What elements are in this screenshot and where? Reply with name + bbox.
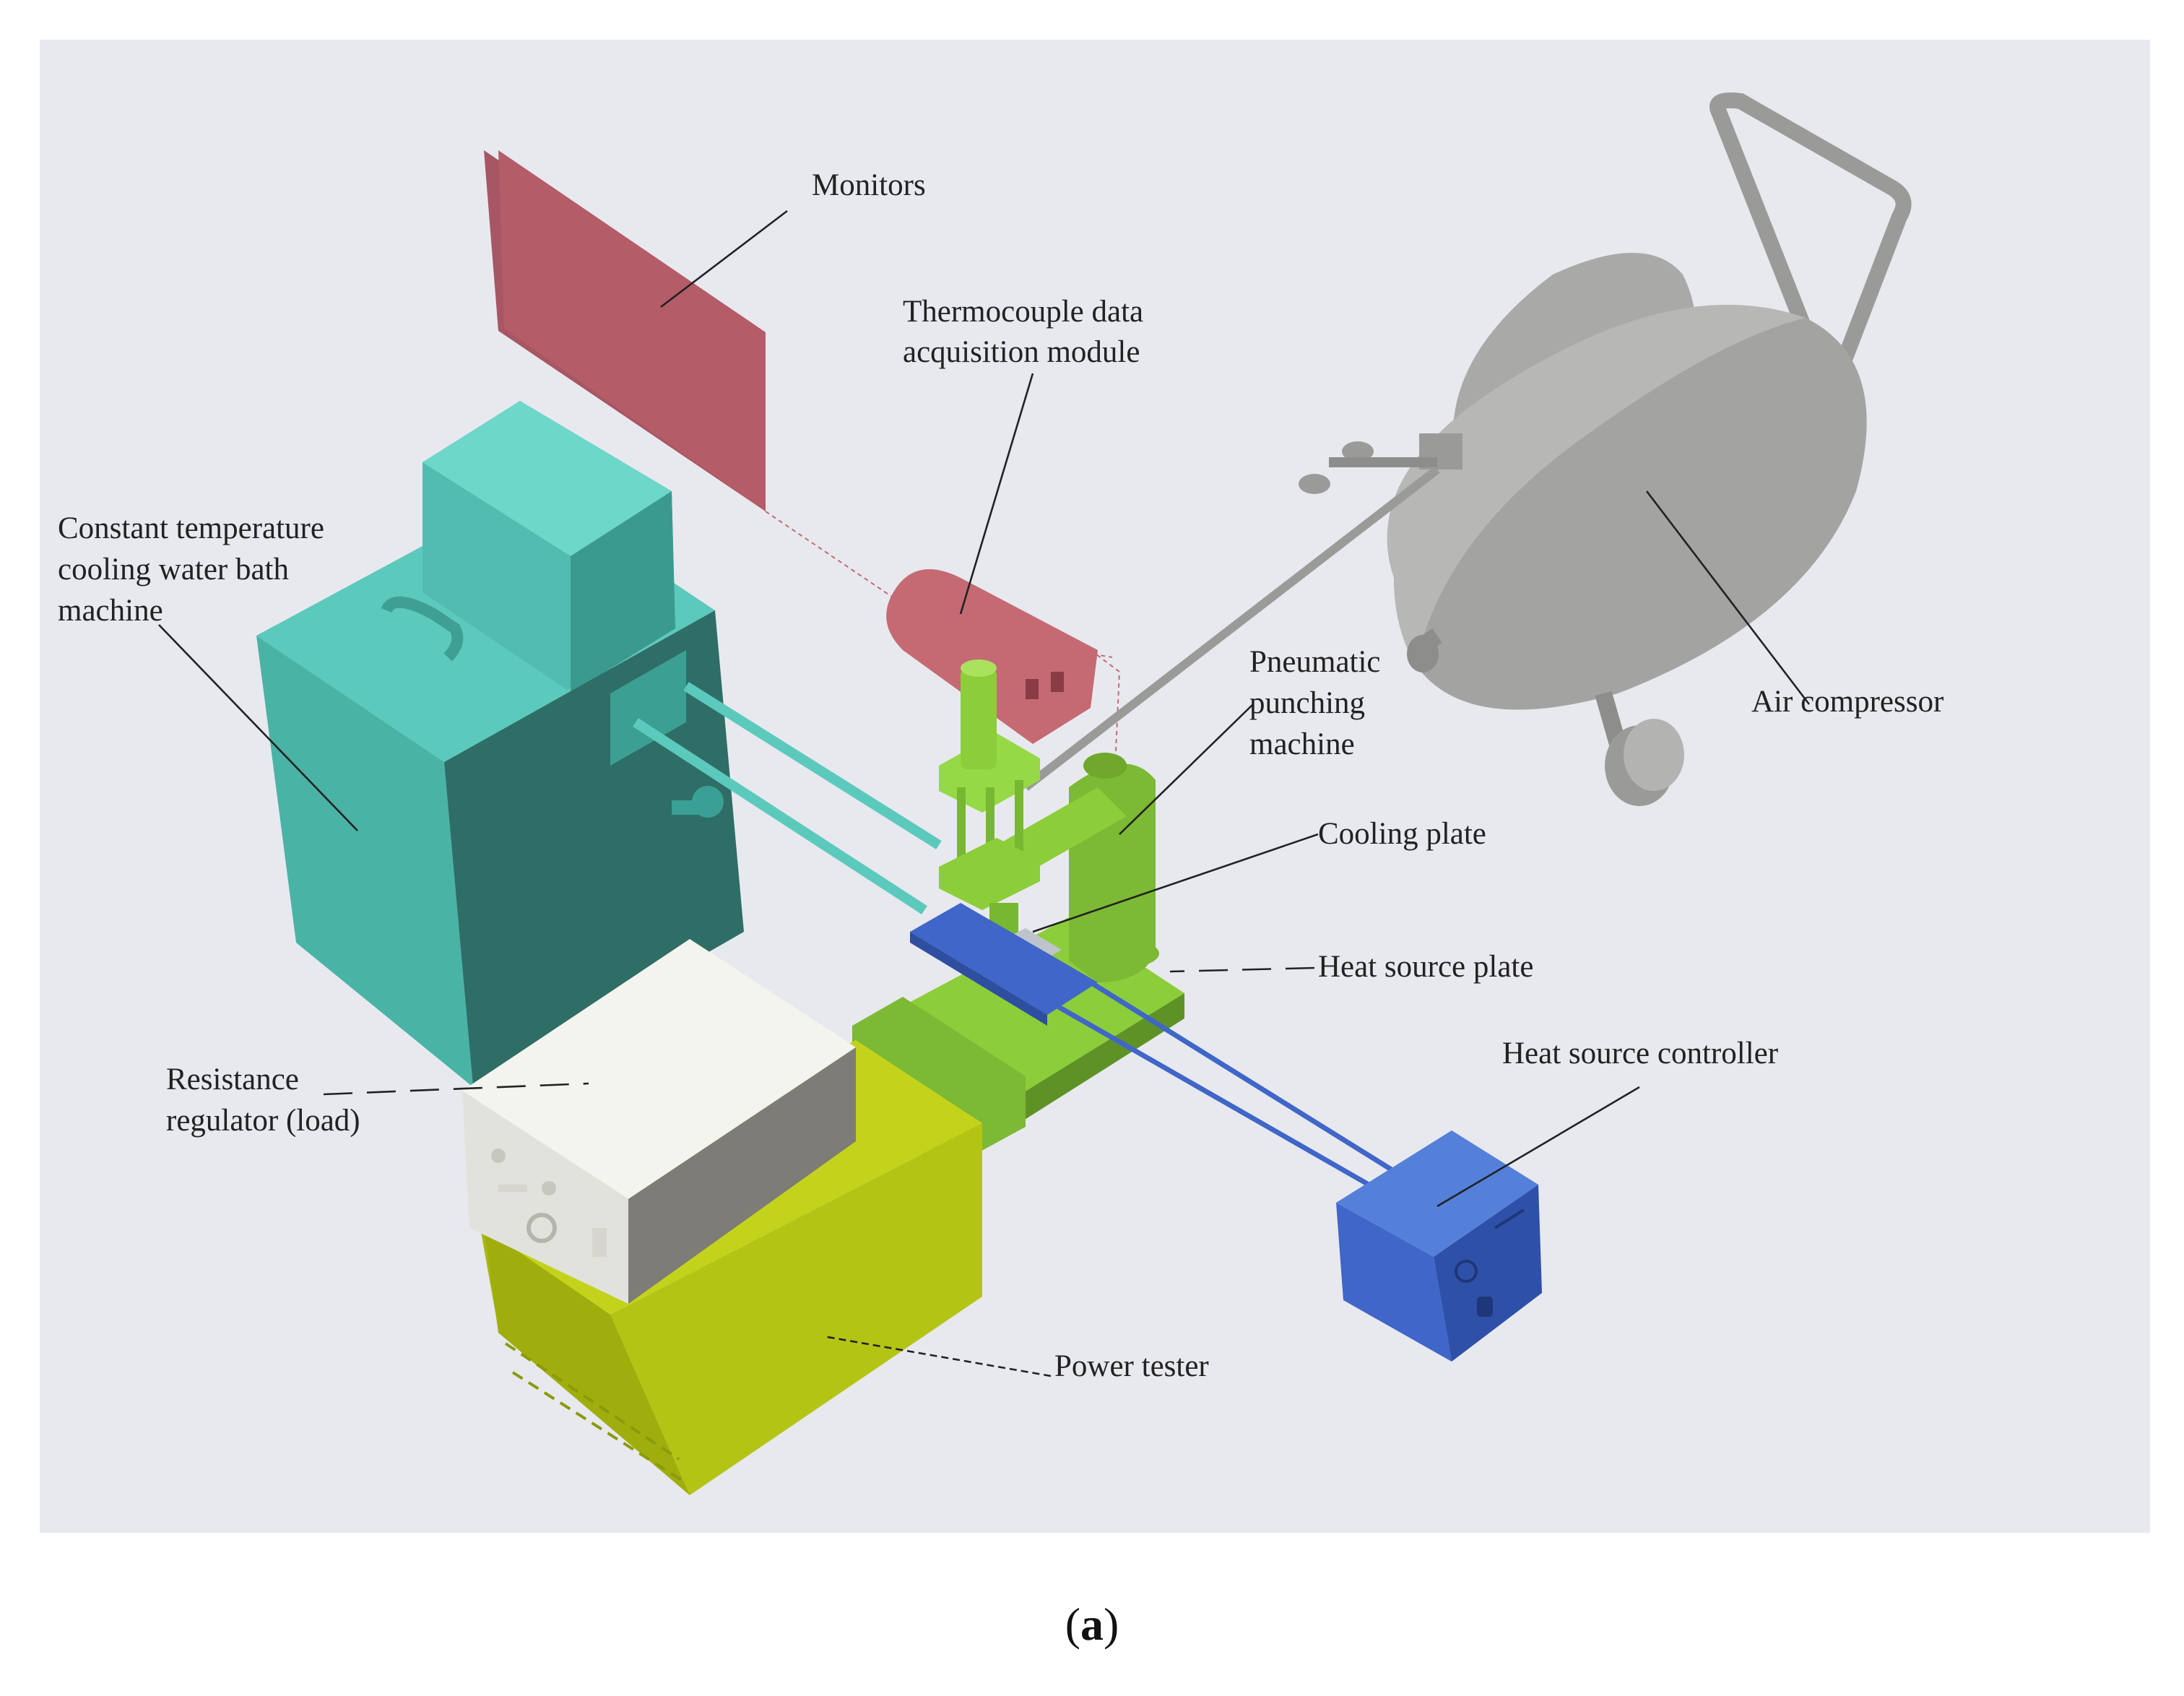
- leader-lines: [158, 209, 1811, 1377]
- controller-cables: [1046, 980, 1417, 1202]
- label-heat-source-controller: Heat source controller: [1502, 1037, 1778, 1070]
- label-power-tester: Power tester: [1054, 1349, 1209, 1383]
- cooling-pipes: [633, 682, 942, 914]
- leader-pneumatic: [1119, 704, 1254, 835]
- leader-thermocouple: [959, 373, 1034, 615]
- label-heat-source-plate: Heat source plate: [1318, 950, 1533, 984]
- label-thermocouple: Thermocouple data acquisition module: [903, 295, 1151, 369]
- leader-heat-source-plate: [1169, 966, 1315, 973]
- air-compressor: [1023, 92, 1912, 806]
- label-resistance: Resistance regulator (load): [166, 1063, 360, 1138]
- leader-cooling-plate: [1032, 833, 1319, 933]
- label-cooling-plate: Cooling plate: [1318, 817, 1486, 851]
- leader-resistance: [323, 1082, 589, 1096]
- leader-monitors: [660, 209, 788, 308]
- label-air-compressor: Air compressor: [1751, 685, 1944, 719]
- water-bath-machine: [256, 401, 744, 1087]
- label-pneumatic: Pneumatic punching machine: [1249, 645, 1388, 761]
- label-water-bath: Constant temperature cooling water bath …: [58, 511, 332, 628]
- label-monitors: Monitors: [812, 168, 926, 202]
- figure-caption: (a): [1065, 1598, 1119, 1650]
- leader-heat-source-controller: [1436, 1086, 1640, 1208]
- heat-source-controller: [1336, 1130, 1542, 1362]
- resistance-regulator: [462, 939, 856, 1304]
- leader-air-compressor: [1645, 490, 1811, 705]
- labels: Monitors Thermocouple data acquisition m…: [58, 168, 1944, 1383]
- leader-water-bath: [158, 624, 358, 831]
- leader-power-tester: [823, 1335, 1052, 1377]
- thermocouple-module: [886, 569, 1121, 868]
